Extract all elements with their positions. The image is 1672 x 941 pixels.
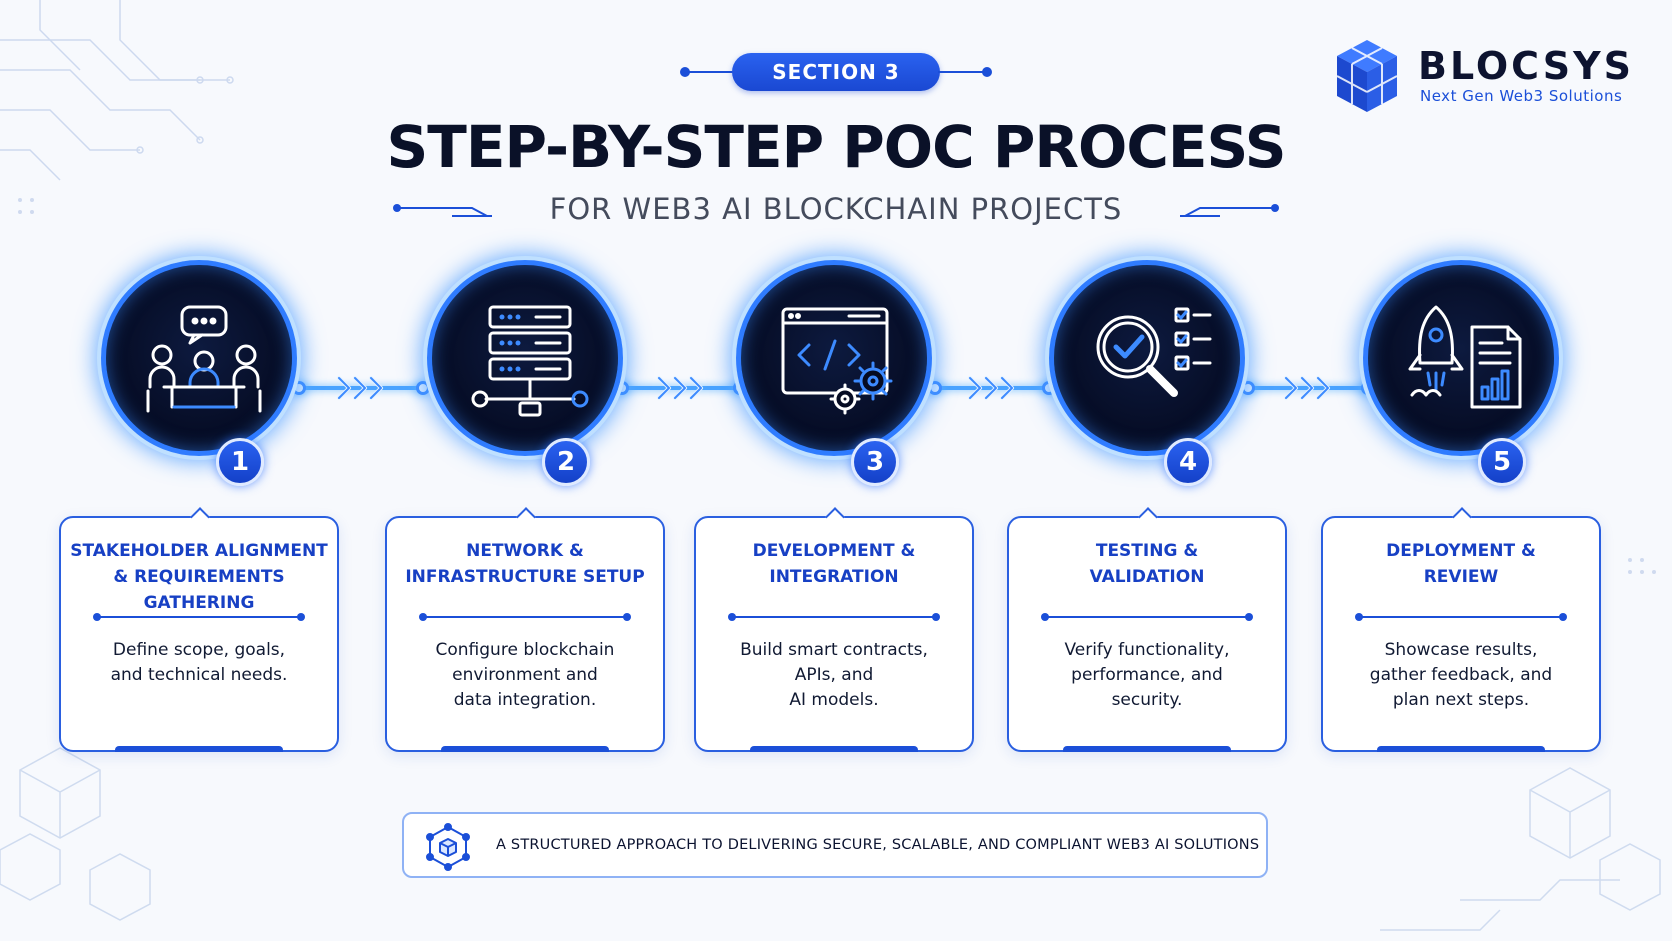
divider	[419, 613, 631, 621]
footer-tagline: A STRUCTURED APPROACH TO DELIVERING SECU…	[496, 837, 1260, 853]
decor-dot	[982, 67, 992, 77]
subtitle-right-decoration	[1180, 204, 1279, 217]
server-network-icon	[471, 305, 589, 417]
card-accent-bar	[750, 746, 918, 752]
divider	[728, 613, 940, 621]
card-accent-bar	[441, 746, 609, 752]
step-title: STAKEHOLDER ALIGNMENT & REQUIREMENTS GAT…	[70, 541, 328, 613]
step-connector	[928, 376, 1056, 400]
step-card: DEVELOPMENT & INTEGRATION Build smart co…	[694, 516, 974, 752]
brand-name: BLOCSYS	[1418, 44, 1634, 88]
step-description: Verify functionality, performance, and s…	[1064, 640, 1230, 710]
card-accent-bar	[1377, 746, 1545, 752]
process-flow: 1 STAKEHOLDER ALIGNMENT & REQUIREMENTS G…	[0, 260, 1672, 780]
section-badge: SECTION 3	[732, 53, 940, 91]
chevron-arrows-icon	[337, 376, 383, 400]
card-accent-bar	[1063, 746, 1231, 752]
footer-banner: A STRUCTURED APPROACH TO DELIVERING SECU…	[402, 812, 1268, 878]
subtitle-row: FOR WEB3 AI BLOCKCHAIN PROJECTS	[392, 190, 1280, 230]
step-description: Showcase results, gather feedback, and p…	[1369, 640, 1553, 710]
blockchain-cube-network-icon	[426, 823, 470, 871]
rocket-report-icon	[1408, 305, 1522, 409]
brand-tagline: Next Gen Web3 Solutions	[1420, 87, 1623, 105]
divider	[1041, 613, 1253, 621]
process-step-3: 3 DEVELOPMENT & INTEGRATION Build smart …	[694, 260, 974, 760]
chevron-arrows-icon	[1284, 376, 1330, 400]
chevron-arrows-icon	[657, 376, 703, 400]
step-title: TESTING & VALIDATION	[1089, 541, 1205, 587]
step-title: NETWORK & INFRASTRUCTURE SETUP	[405, 541, 645, 587]
step-number-badge: 5	[1478, 438, 1526, 486]
step-card: DEPLOYMENT & REVIEW Showcase results, ga…	[1321, 516, 1601, 752]
step-icon-circle	[1049, 260, 1245, 456]
step-number-badge: 1	[216, 438, 264, 486]
cube-logo-icon	[1336, 40, 1398, 112]
step-description: Define scope, goals, and technical needs…	[110, 640, 288, 685]
code-gears-icon	[781, 307, 893, 415]
subtitle-left-decoration	[393, 204, 492, 217]
process-step-5: 5 DEPLOYMENT & REVIEW Showcase results, …	[1321, 260, 1601, 760]
step-card: NETWORK & INFRASTRUCTURE SETUP Configure…	[385, 516, 665, 752]
page-subtitle: FOR WEB3 AI BLOCKCHAIN PROJECTS	[549, 192, 1123, 226]
step-title: DEPLOYMENT & REVIEW	[1386, 541, 1536, 587]
meeting-icon	[146, 305, 262, 413]
decor-dot	[680, 67, 690, 77]
chevron-arrows-icon	[968, 376, 1014, 400]
step-number-badge: 4	[1164, 438, 1212, 486]
page-title: STEP-BY-STEP POC PROCESS	[386, 113, 1287, 181]
process-step-2: 2 NETWORK & INFRASTRUCTURE SETUP Configu…	[385, 260, 665, 760]
step-description: Configure blockchain environment and dat…	[435, 640, 615, 710]
step-icon-circle	[736, 260, 932, 456]
step-icon-circle	[101, 260, 297, 456]
divider	[1355, 613, 1567, 621]
process-step-4: 4 TESTING & VALIDATION Verify functional…	[1007, 260, 1287, 760]
step-number-badge: 3	[851, 438, 899, 486]
decor-line	[938, 71, 984, 73]
divider	[93, 613, 305, 621]
step-description: Build smart contracts, APIs, and AI mode…	[740, 640, 928, 710]
section-label-row: SECTION 3	[680, 52, 992, 92]
process-step-1: 1 STAKEHOLDER ALIGNMENT & REQUIREMENTS G…	[59, 260, 339, 760]
step-card: TESTING & VALIDATION Verify functionalit…	[1007, 516, 1287, 752]
step-icon-circle	[1363, 260, 1559, 456]
step-title: DEVELOPMENT & INTEGRATION	[752, 541, 916, 587]
magnifier-checklist-icon	[1096, 307, 1212, 397]
decor-line	[688, 71, 734, 73]
step-icon-circle	[427, 260, 623, 456]
brand-logo: BLOCSYS Next Gen Web3 Solutions	[1334, 38, 1634, 118]
step-number-badge: 2	[542, 438, 590, 486]
step-card: STAKEHOLDER ALIGNMENT & REQUIREMENTS GAT…	[59, 516, 339, 752]
step-connector	[292, 376, 430, 400]
card-accent-bar	[115, 746, 283, 752]
